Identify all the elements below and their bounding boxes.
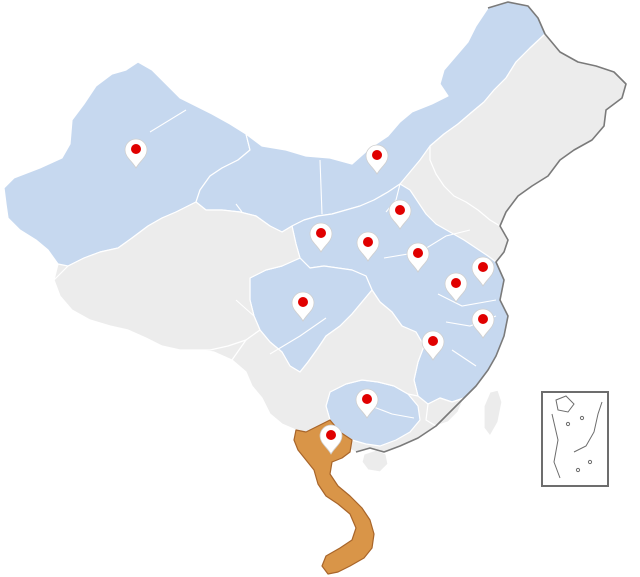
region-fujian: [425, 397, 465, 427]
pin-dot: [395, 205, 405, 215]
south-china-sea-inset-icon: [541, 391, 609, 487]
marker-shandong[interactable]: [406, 242, 430, 273]
pin-dot: [298, 297, 308, 307]
pin-dot: [372, 150, 382, 160]
marker-vietnam[interactable]: [319, 424, 343, 455]
pin-dot: [362, 394, 372, 404]
marker-guangxi[interactable]: [355, 388, 379, 419]
pin-dot: [363, 237, 373, 247]
marker-anhui[interactable]: [444, 272, 468, 303]
national-border: [355, 1, 627, 453]
marker-layer: [124, 138, 495, 455]
pin-dot: [316, 228, 326, 238]
region-qinghai-tibet: [53, 201, 301, 351]
pin-dot: [451, 278, 461, 288]
marker-inner-mongolia[interactable]: [365, 144, 389, 175]
region-taiwan: [483, 389, 503, 437]
pin-dot: [428, 336, 438, 346]
marker-shaanxi[interactable]: [309, 222, 333, 253]
marker-jiangsu[interactable]: [471, 256, 495, 287]
marker-xinjiang[interactable]: [124, 138, 148, 169]
region-yunnan-guizhou: [231, 289, 425, 433]
pin-dot: [478, 314, 488, 324]
marker-jiangxi[interactable]: [421, 330, 445, 361]
marker-henan[interactable]: [356, 231, 380, 262]
marker-sichuan[interactable]: [291, 291, 315, 322]
marker-zhejiang[interactable]: [471, 308, 495, 339]
pin-dot: [326, 430, 336, 440]
pin-dot: [131, 144, 141, 154]
pin-dot: [478, 262, 488, 272]
region-hainan: [361, 449, 389, 473]
marker-hebei[interactable]: [388, 199, 412, 230]
pin-dot: [413, 248, 423, 258]
region-vietnam: [293, 419, 375, 575]
